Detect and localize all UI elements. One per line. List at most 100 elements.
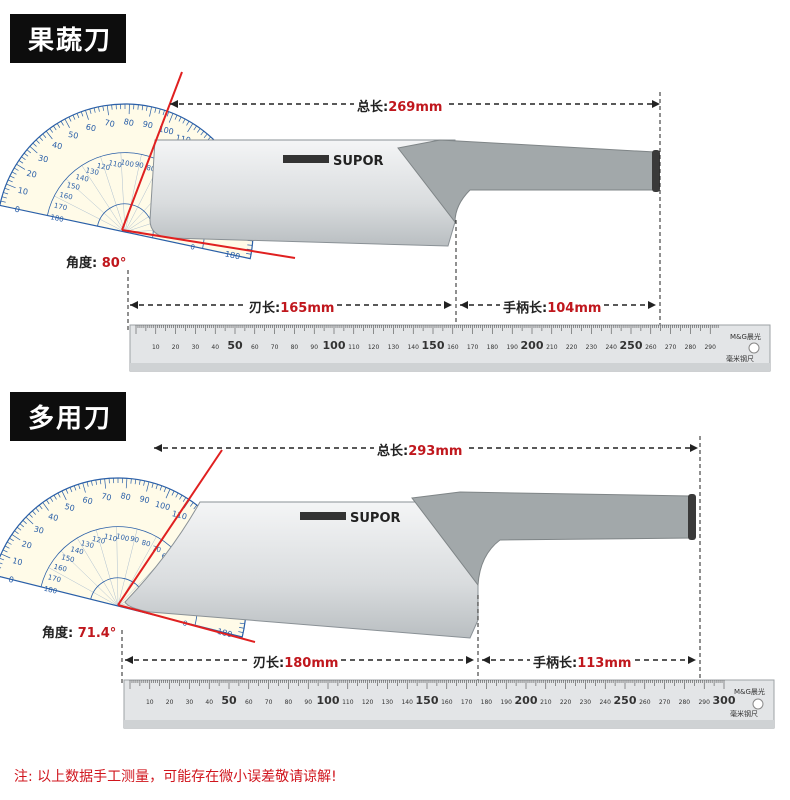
ruler-label: 130 xyxy=(388,344,400,351)
logo-mark xyxy=(300,512,346,520)
protractor-inner-label: 80 xyxy=(141,539,152,549)
protractor-inner-label: 160 xyxy=(53,563,68,574)
ruler-label: 270 xyxy=(659,699,671,706)
angle-label: 角度: 71.4° xyxy=(42,626,117,641)
ruler-label: 250 xyxy=(620,339,643,352)
protractor-label: 70 xyxy=(104,118,116,129)
ruler-label: 210 xyxy=(546,344,558,351)
total-length-label: 总长:293mm xyxy=(374,440,466,459)
protractor-label: 60 xyxy=(82,495,94,506)
ruler-label: 290 xyxy=(704,344,716,351)
protractor-inner-label: 130 xyxy=(80,539,95,550)
protractor-inner-label: 180 xyxy=(50,213,65,224)
knife-blade xyxy=(124,501,479,639)
handle-cap xyxy=(652,150,660,192)
ruler-label: 170 xyxy=(461,699,473,706)
knife-diagram: 0010102020303040405050606070708080909010… xyxy=(0,71,771,372)
ruler-label: 30 xyxy=(192,344,200,351)
section-title: 果蔬刀 xyxy=(10,14,127,63)
protractor-inner-label: 130 xyxy=(85,166,100,177)
protractor-inner-label: 150 xyxy=(66,181,81,192)
protractor-inner-label: 110 xyxy=(103,532,118,543)
ruler-label: 160 xyxy=(447,344,459,351)
ruler-label: 130 xyxy=(382,699,394,706)
ruler-label: 190 xyxy=(506,344,518,351)
angle-line-edge xyxy=(117,604,256,643)
protractor-label: 50 xyxy=(67,130,79,141)
protractor-inner-label: 120 xyxy=(96,162,111,173)
protractor-label: 50 xyxy=(64,502,76,513)
logo-mark xyxy=(283,155,329,163)
ruler-label: 120 xyxy=(362,699,374,706)
ruler-label: 50 xyxy=(227,339,243,352)
ruler-label: 300 xyxy=(713,694,736,707)
ruler-label: 150 xyxy=(416,694,439,707)
ruler-label: 50 xyxy=(221,694,237,707)
angle-line-vertical xyxy=(121,71,183,231)
angle-line-edge xyxy=(121,229,296,259)
angle-line-vertical xyxy=(117,449,223,606)
section-fruit-knife: 果蔬刀 001010202030304040505060607070808090… xyxy=(0,0,790,380)
ruler-label: 290 xyxy=(698,699,710,706)
ruler-label: 10 xyxy=(146,699,154,706)
protractor-label: 100 xyxy=(158,125,175,137)
handle-length-label: 手柄长:113mm xyxy=(530,652,635,671)
ruler-label: 240 xyxy=(605,344,617,351)
protractor-inner-label: 140 xyxy=(75,173,90,184)
ruler-label: 60 xyxy=(251,344,259,351)
protractor-label: 70 xyxy=(100,491,112,502)
ruler-brand: M&G晨光 xyxy=(730,332,761,341)
ruler-label: 280 xyxy=(679,699,691,706)
protractor-label: 30 xyxy=(37,153,49,164)
ruler-label: 140 xyxy=(401,699,413,706)
protractor-label: 20 xyxy=(26,169,38,180)
ruler-label: 120 xyxy=(368,344,380,351)
ruler-label: 80 xyxy=(285,699,293,706)
ruler-label: 60 xyxy=(245,699,253,706)
ruler-label: 190 xyxy=(500,699,512,706)
protractor-label: 90 xyxy=(138,494,150,505)
ruler-label: 110 xyxy=(342,699,354,706)
protractor-label: 40 xyxy=(47,512,59,523)
protractor-inner-label: 110 xyxy=(108,159,123,170)
ruler-subtitle: 毫米钢尺 xyxy=(730,709,758,718)
ruler-label: 250 xyxy=(614,694,637,707)
ruler-label: 230 xyxy=(586,344,598,351)
protractor-inner-label: 170 xyxy=(47,573,62,584)
ruler-label: 160 xyxy=(441,699,453,706)
blade-length-label: 刃长:165mm xyxy=(246,297,338,316)
ruler-label: 260 xyxy=(645,344,657,351)
protractor-label: 180 xyxy=(224,249,241,261)
protractor-label: 10 xyxy=(17,186,29,197)
protractor-label: 80 xyxy=(120,491,132,502)
handle-cap xyxy=(688,494,696,540)
ruler-brand: M&G晨光 xyxy=(734,687,765,696)
ruler-label: 70 xyxy=(265,699,273,706)
handle-length-label: 手柄长:104mm xyxy=(500,297,605,316)
ruler-label: 90 xyxy=(310,344,318,351)
protractor-inner-label: 140 xyxy=(70,545,85,556)
protractor-label: 40 xyxy=(51,140,63,151)
ruler-label: 170 xyxy=(467,344,479,351)
ruler-label: 180 xyxy=(481,699,493,706)
protractor-inner-label: 80 xyxy=(146,164,156,174)
ruler-label: 100 xyxy=(317,694,340,707)
protractor-inner-label: 150 xyxy=(60,553,75,564)
ruler-label: 140 xyxy=(407,344,419,351)
protractor-label: 60 xyxy=(85,122,97,133)
protractor-label: 20 xyxy=(21,539,33,550)
protractor-inner-label: 120 xyxy=(91,535,106,546)
ruler-label: 40 xyxy=(205,699,213,706)
ruler-label: 200 xyxy=(515,694,538,707)
protractor-label: 0 xyxy=(14,205,21,215)
protractor-label: 90 xyxy=(142,119,154,130)
ruler-label: 210 xyxy=(540,699,552,706)
total-length-label: 总长:269mm xyxy=(354,96,446,115)
protractor-label: 110 xyxy=(175,133,192,145)
protractor-label: 0 xyxy=(8,575,15,585)
ruler-label: 90 xyxy=(304,699,312,706)
ruler-label: 20 xyxy=(172,344,180,351)
ruler-label: 220 xyxy=(560,699,572,706)
